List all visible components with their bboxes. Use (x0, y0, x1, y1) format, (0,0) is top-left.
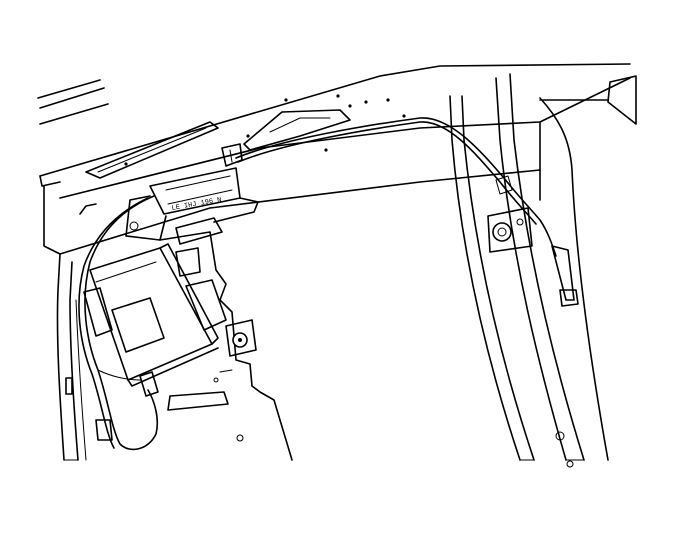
roof-header-panel (37, 63, 631, 255)
electronic-module (89, 243, 219, 387)
overhead-opening (85, 109, 351, 179)
pillar-bolt (487, 207, 533, 253)
cross-beam (59, 77, 631, 255)
cable-clip (221, 143, 243, 167)
lower-left-body-panel (56, 253, 113, 461)
wiring-harness (78, 195, 159, 451)
rivet-dots (124, 94, 406, 166)
module-bracket: LE IHJ 196 N (125, 167, 259, 245)
ground-bolt (225, 319, 257, 357)
antenna-cable (235, 117, 579, 307)
door-frame-pillar (449, 73, 637, 468)
